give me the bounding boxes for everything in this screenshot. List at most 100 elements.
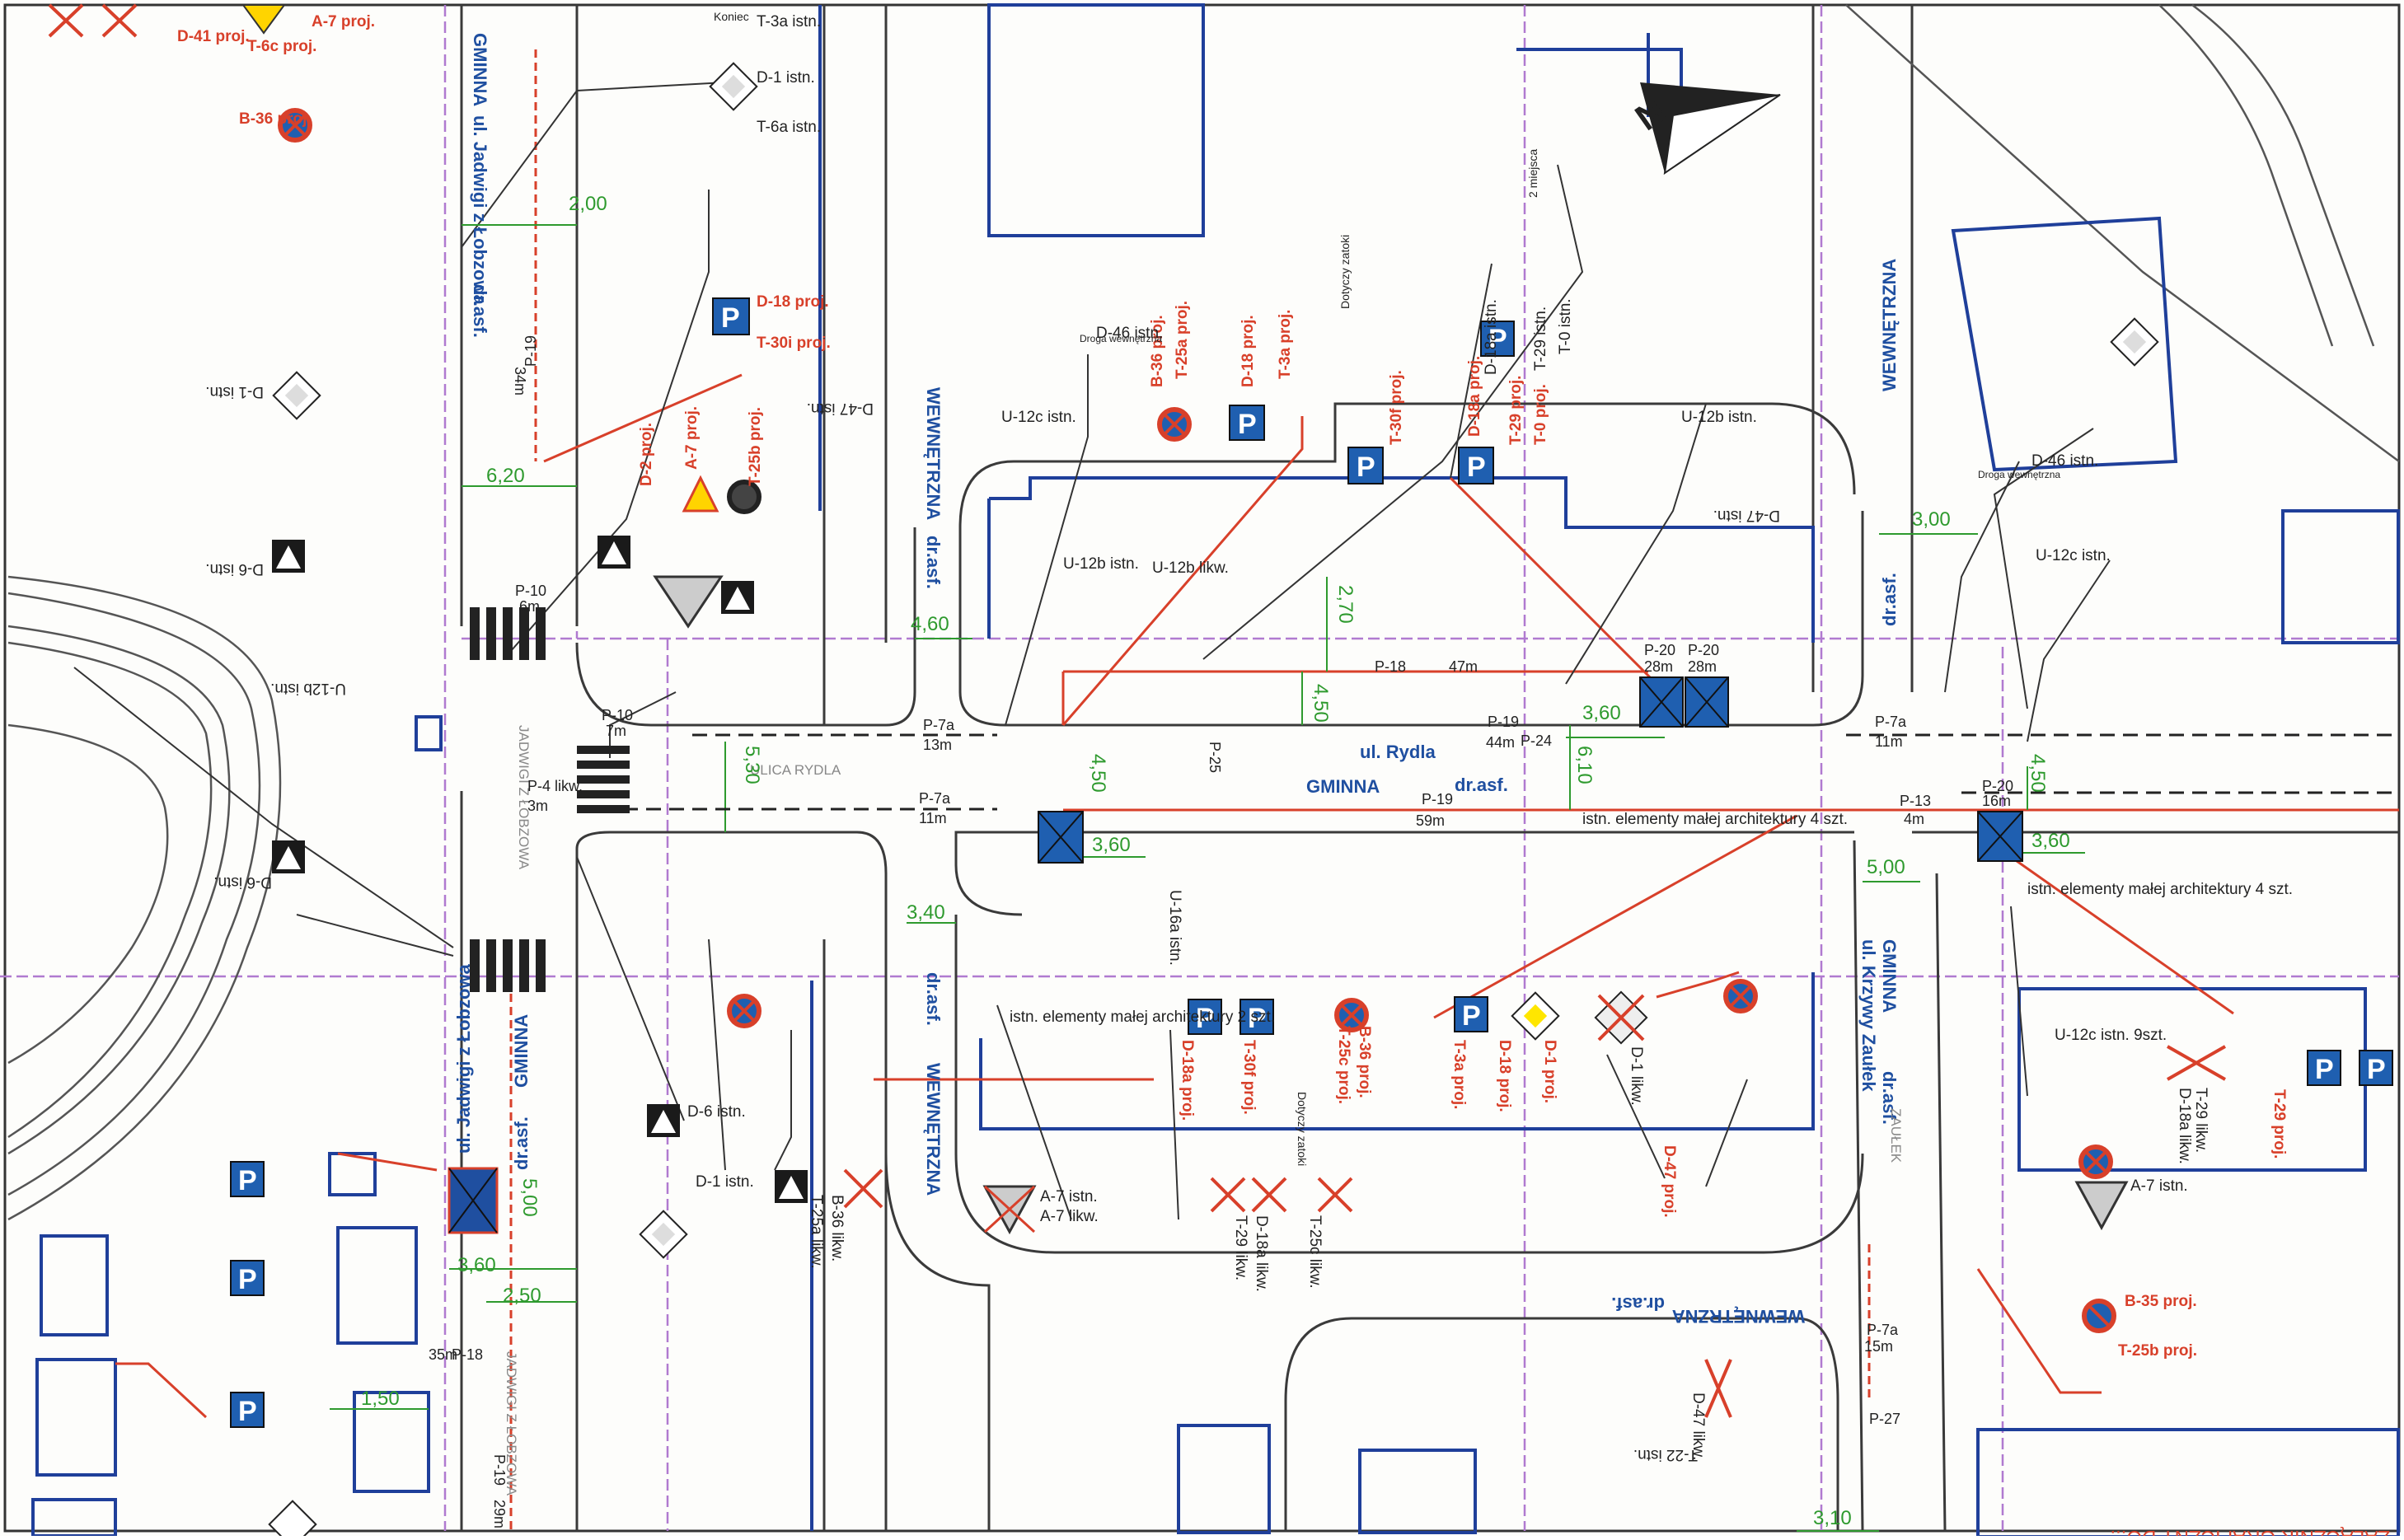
parking-sign-icon: P bbox=[230, 1161, 265, 1197]
leader-lines bbox=[73, 82, 2111, 1220]
note-dotyczy-zatoki-1: Dotyczy zatoki bbox=[1338, 235, 1352, 309]
marking-len: 28m bbox=[1688, 658, 1717, 675]
sign-existing: T-22 istn. bbox=[1633, 1446, 1698, 1463]
sign-existing: D-1 istn. bbox=[757, 69, 815, 87]
sign-existing: T-0 istn. bbox=[1557, 298, 1574, 354]
svg-text:P: P bbox=[1467, 452, 1486, 483]
priority-road-icon bbox=[709, 62, 758, 111]
no-stopping-signs bbox=[278, 108, 2116, 1333]
svg-text:P: P bbox=[2315, 1054, 2334, 1085]
marking-code: P-20 bbox=[1982, 778, 2013, 794]
sign-proposed: T-30f proj. bbox=[1388, 370, 1405, 445]
marking-code: P-18 bbox=[1375, 658, 1406, 675]
marking-labels: P-18 47m P-19 44m P-19 59m P-20 28m P-20… bbox=[429, 335, 2013, 1528]
zebra-crossings bbox=[470, 607, 630, 992]
sign-removed: D-47 likw. bbox=[1689, 1393, 1707, 1460]
no-stopping-icon bbox=[1723, 979, 1758, 1013]
dim-label: 3,00 bbox=[1912, 508, 1951, 531]
dim-label: 2,00 bbox=[569, 193, 607, 215]
street-label-drasf-3: dr.asf. bbox=[1879, 573, 1900, 626]
marking-code: P-7a bbox=[923, 717, 955, 733]
sign-existing: U-12c istn. bbox=[1001, 409, 1076, 426]
marking-len: 4m bbox=[1904, 811, 1924, 827]
sign-proposed: D-47 proj. bbox=[1661, 1145, 1678, 1218]
parking-signs: P P P P P P P P P P P P P bbox=[230, 297, 2393, 1428]
no-stopping-icon bbox=[278, 108, 312, 143]
street-label-gminna: GMINNA bbox=[1306, 776, 1380, 797]
sign-removed: U-12b likw. bbox=[1152, 559, 1229, 577]
sign-existing: D-6 istn. bbox=[687, 1103, 746, 1121]
street-label-drasf-2: dr.asf. bbox=[923, 972, 944, 1026]
sign-removed: T-29 likw. bbox=[1232, 1215, 1249, 1280]
marking-len: 3m bbox=[527, 798, 548, 814]
pedestrian-crossing-icon bbox=[721, 581, 754, 614]
disabled-bay bbox=[1977, 811, 2023, 862]
dim-label: 3,10 bbox=[1813, 1507, 1852, 1529]
road-center-dashes bbox=[577, 733, 2399, 811]
marking-code: P-7a bbox=[1867, 1322, 1899, 1338]
priority-road-icon bbox=[272, 371, 321, 420]
marking-code: P-19 bbox=[523, 335, 539, 367]
dim-label: 3,60 bbox=[1582, 702, 1621, 724]
dim-label: 6,10 bbox=[1573, 746, 1596, 784]
parking-sign-icon: P bbox=[230, 1392, 265, 1428]
svg-text:P: P bbox=[238, 1264, 257, 1295]
marking-code: P-7a bbox=[1875, 714, 1907, 730]
no-stopping-icon bbox=[727, 994, 762, 1028]
street-label-gminna-3: GMINNA bbox=[470, 33, 490, 106]
sign-proposed: T-29 proj. bbox=[1507, 376, 1525, 445]
pedestrian-crossing-icon bbox=[597, 536, 630, 569]
street-label-drasf: dr.asf. bbox=[1455, 775, 1508, 795]
dim-label: 1,50 bbox=[361, 1388, 400, 1410]
parking-sign-icon: P bbox=[2307, 1050, 2341, 1086]
marking-len: 13m bbox=[923, 737, 952, 753]
removed-sign-labels: U-12b likw. D-1 likw. B-36 likw. T-25a l… bbox=[808, 559, 2210, 1460]
no-stopping-icon bbox=[727, 480, 762, 514]
sign-proposed: T-29 proj. bbox=[2270, 1089, 2288, 1159]
pedestrian-crossing-icon bbox=[647, 1104, 680, 1137]
parking-sign-icon: P bbox=[230, 1260, 265, 1296]
marking-len: 7m bbox=[606, 723, 626, 739]
street-label-gminna-2: GMINNA bbox=[1879, 939, 1900, 1013]
street-label-zaulek: ZAUŁEK bbox=[1888, 1108, 1904, 1163]
svg-text:P: P bbox=[721, 302, 740, 334]
svg-text:P: P bbox=[1248, 1003, 1267, 1034]
no-stopping-icon bbox=[1157, 407, 1192, 442]
dim-label: 3,60 bbox=[457, 1254, 496, 1276]
sign-removed: D-18a likw. bbox=[2176, 1088, 2193, 1164]
svg-text:P: P bbox=[238, 1396, 257, 1427]
note-koniec: Koniec bbox=[714, 10, 749, 23]
note-small-architecture-3: istn. elementy małej architektury 2 szt. bbox=[1010, 1009, 1275, 1026]
marking-code: P-19 bbox=[1488, 714, 1519, 730]
marking-len: 35m bbox=[429, 1346, 457, 1363]
curb-lines bbox=[460, 5, 2399, 1532]
disabled-bay bbox=[1639, 676, 1684, 728]
sign-removed: B-36 likw. bbox=[828, 1195, 846, 1261]
sign-existing: T-6a istn. bbox=[757, 119, 821, 136]
dim-label: 4,50 bbox=[1087, 754, 1109, 793]
sign-existing: U-12c istn. bbox=[2036, 547, 2111, 564]
sign-removed: D-1 likw. bbox=[1628, 1046, 1645, 1106]
street-label-drasf-1: dr.asf. bbox=[923, 536, 944, 589]
no-stopping-icon bbox=[2078, 1144, 2113, 1179]
sign-existing: D-6 istn. bbox=[205, 560, 264, 578]
sign-existing: D-47 istn. bbox=[1713, 507, 1780, 524]
sign-proposed: T-3a proj. bbox=[1450, 1040, 1468, 1109]
dim-label: 2,50 bbox=[503, 1285, 541, 1307]
sign-proposed: D-18a proj. bbox=[1179, 1040, 1196, 1121]
marking-code: P-19 bbox=[491, 1454, 508, 1486]
svg-text:P: P bbox=[1488, 324, 1507, 355]
no-stopping-icon bbox=[2082, 1299, 2116, 1333]
sign-proposed: D-41 proj. bbox=[177, 28, 250, 45]
marking-len: 6m bbox=[519, 598, 540, 615]
sign-proposed: D-18a proj. bbox=[1466, 356, 1483, 437]
disabled-bay bbox=[1685, 676, 1729, 728]
marking-code: P-10 bbox=[602, 707, 633, 723]
parking-sign-icon: P bbox=[1239, 999, 1274, 1035]
disabled-bay bbox=[448, 1167, 499, 1234]
marking-len: 59m bbox=[1416, 812, 1445, 829]
marking-code: P-24 bbox=[1521, 733, 1552, 749]
pedestrian-crossing-icon bbox=[775, 1170, 808, 1203]
sign-existing: D-1 istn. bbox=[696, 1173, 754, 1191]
